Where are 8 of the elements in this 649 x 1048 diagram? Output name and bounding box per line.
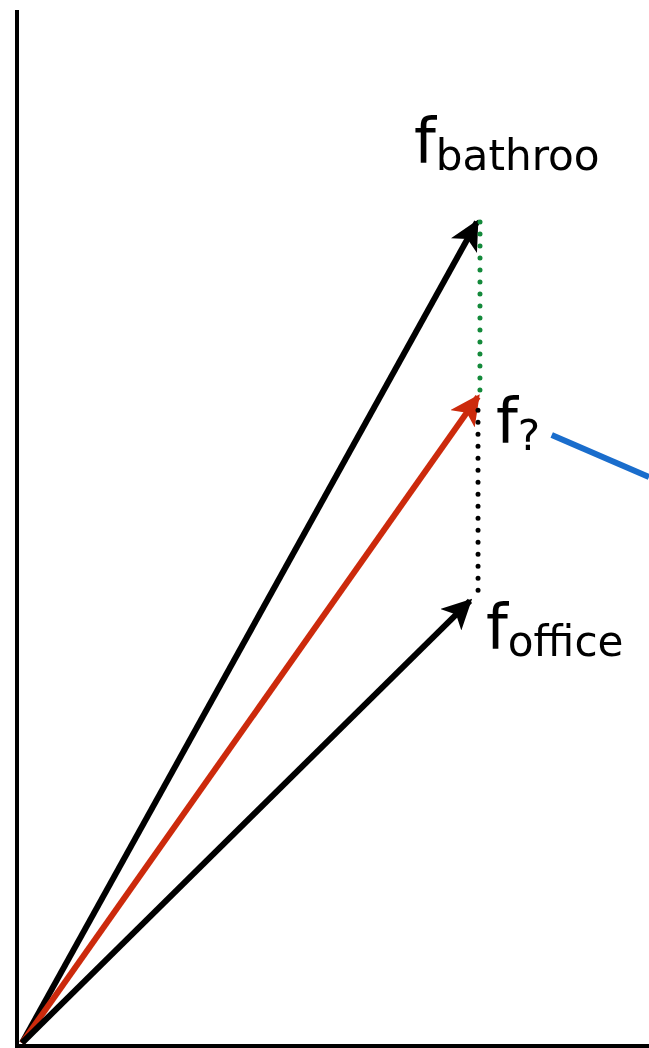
vector-arrow: [19, 394, 481, 1045]
dotted-line: [477, 219, 483, 393]
connector-line: [550, 432, 649, 480]
vector-arrow: [19, 598, 473, 1046]
vector-label: f$_{bathroo}$: [413, 110, 601, 177]
vector-arrow: [19, 219, 480, 1045]
vector-label: f$_{office}$: [485, 596, 625, 663]
vector-label: f$_{?}$: [495, 390, 542, 457]
